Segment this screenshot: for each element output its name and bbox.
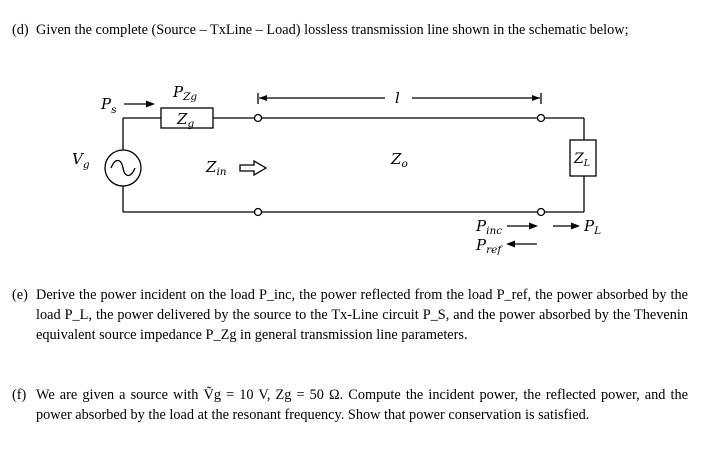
pzg-label: PZg: [172, 83, 197, 103]
zo-label: Zo: [390, 150, 408, 170]
pref-label: Pref: [475, 236, 503, 256]
zg-label: Zg: [176, 110, 194, 130]
problem-d-label: (d): [12, 22, 29, 38]
zin-label: Zin: [205, 158, 227, 178]
pinc-arrowhead: [529, 222, 538, 230]
terminal-bottom-left: [253, 207, 263, 217]
zin-arrow-icon: [239, 159, 268, 177]
problem-d: (d) Given the complete (Source – TxLine –…: [12, 20, 688, 40]
zl-label: ZL: [573, 151, 590, 169]
length-arrowhead-left: [259, 95, 267, 101]
ps-label: Ps: [100, 95, 117, 116]
ps-arrowhead: [146, 100, 155, 108]
problem-d-text: Given the complete (Source – TxLine – Lo…: [36, 22, 629, 38]
problem-f-text: We are given a source with Ṽg = 10 V, Z…: [36, 387, 688, 423]
problem-e-text: Derive the power incident on the load P_…: [36, 287, 688, 343]
terminal-top-left: [253, 113, 263, 123]
vg-label: Vg: [72, 150, 90, 171]
terminal-bottom-right: [536, 207, 546, 217]
zl-resistor: [569, 139, 597, 177]
problem-f-label: (f): [12, 387, 27, 403]
problem-e: (e) Derive the power incident on the load…: [12, 285, 688, 345]
pl-arrowhead: [571, 222, 580, 230]
sine-wave-icon: [110, 159, 136, 177]
problem-e-label: (e): [12, 287, 28, 303]
pinc-label: Pinc: [475, 217, 502, 237]
length-arrowhead-right: [532, 95, 540, 101]
problem-f: (f) We are given a source with Ṽg = 10 V…: [12, 385, 688, 425]
length-label: l: [395, 89, 400, 107]
terminal-top-right: [536, 113, 546, 123]
pref-arrowhead: [506, 240, 515, 248]
pl-label: PL: [583, 217, 601, 237]
transmission-line-schematic: PZg Zg Ps Vg Zin Zo ZL l Pinc Pref PL: [72, 83, 601, 256]
